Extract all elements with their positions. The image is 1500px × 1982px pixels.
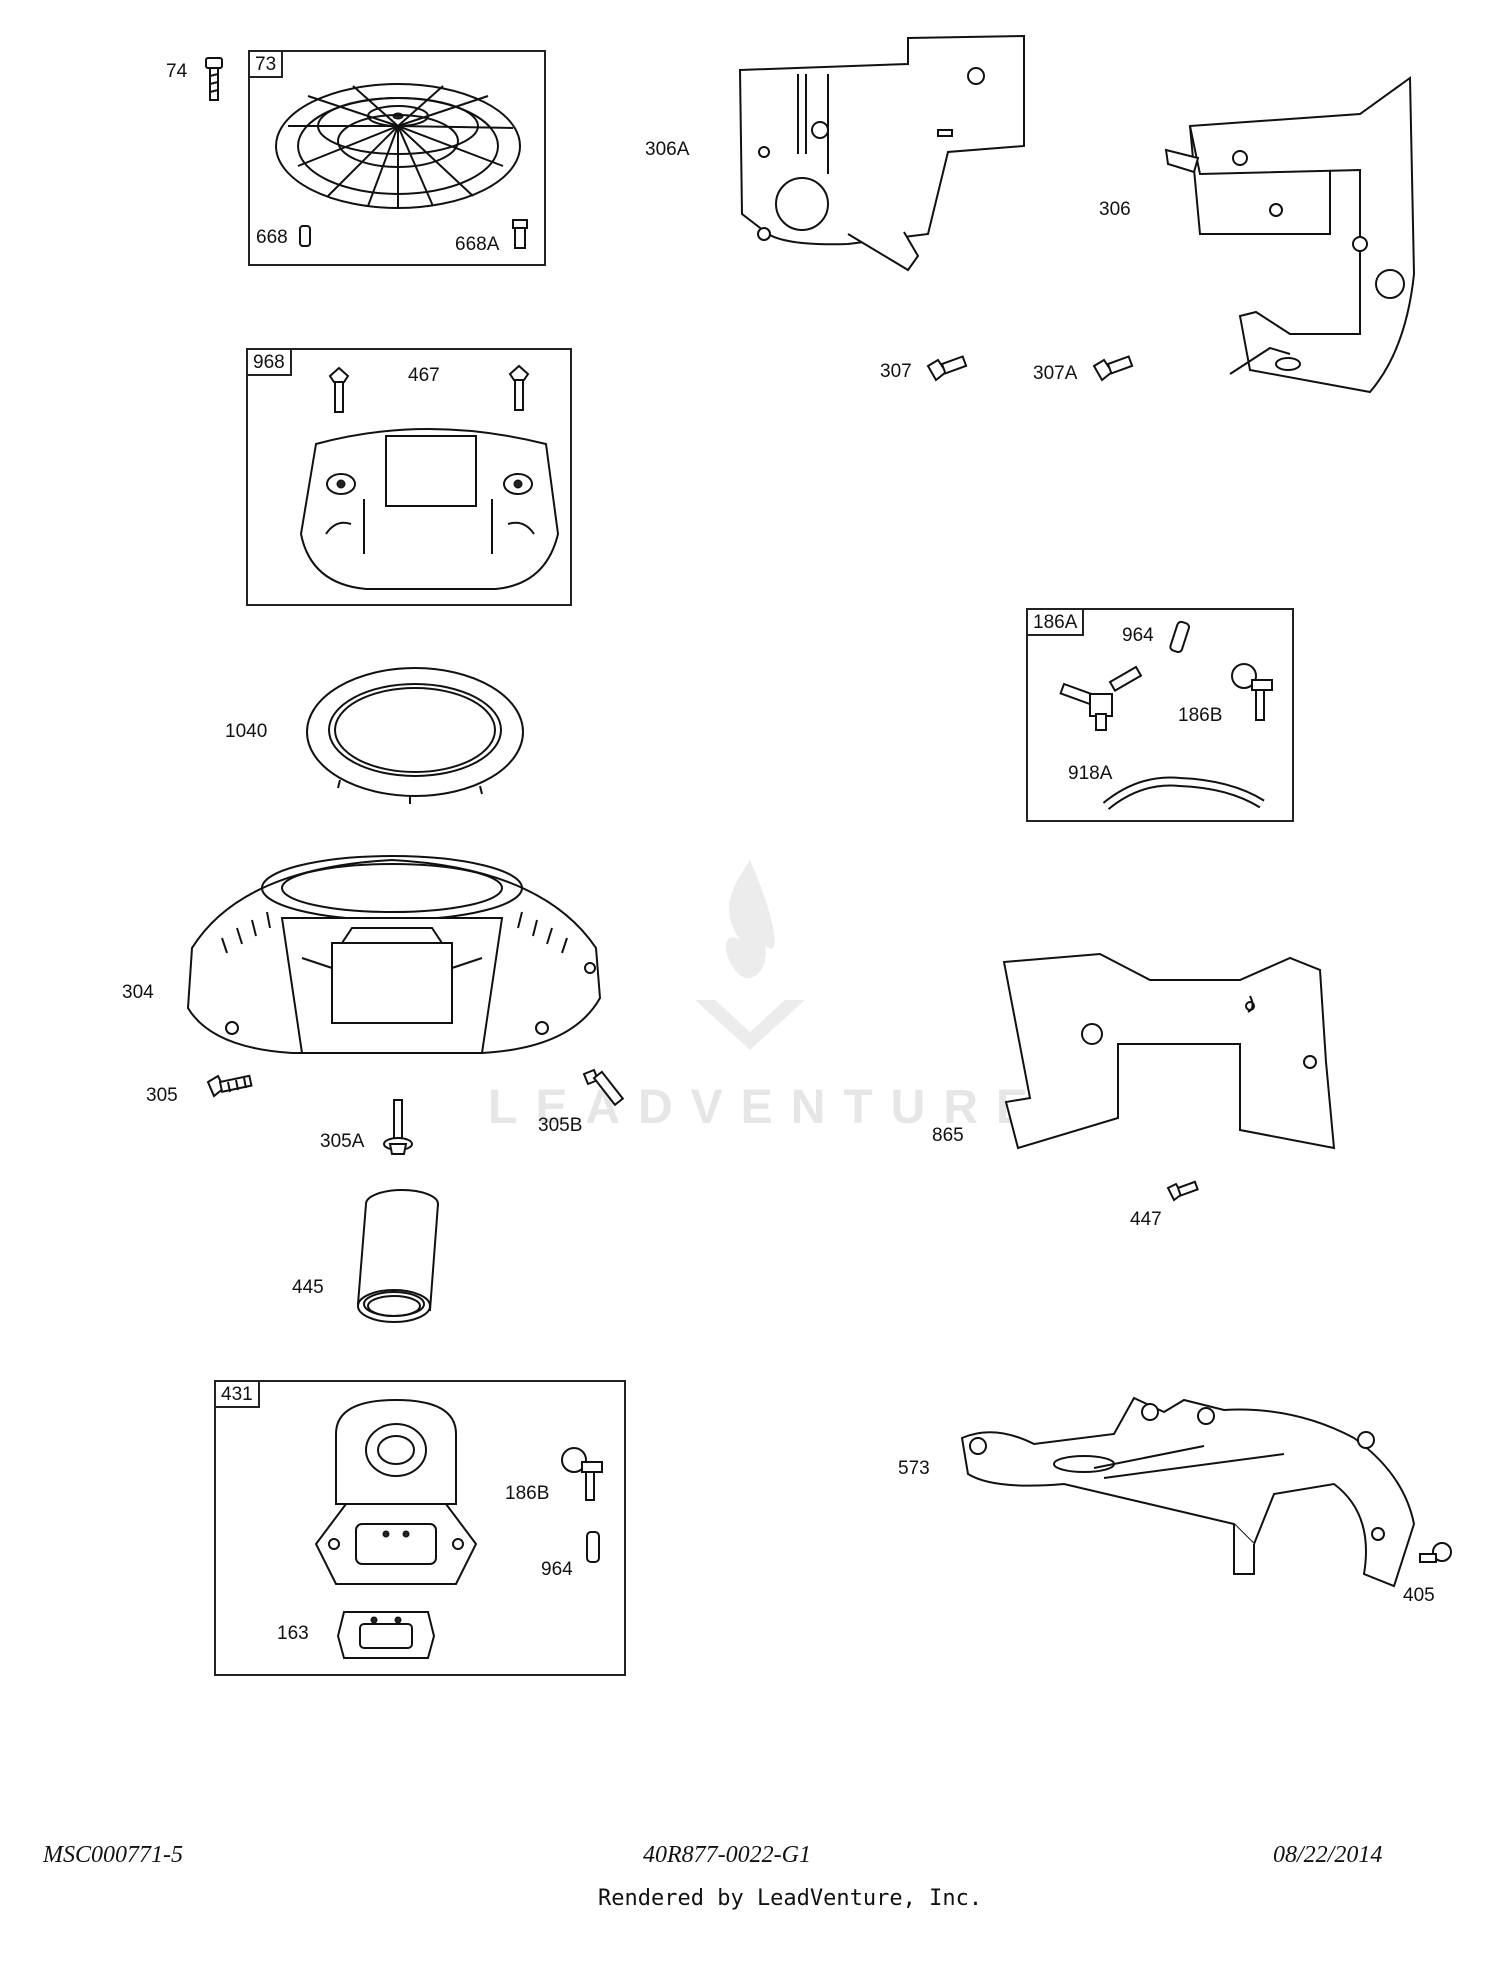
label-445: 445 (292, 1277, 324, 1298)
label-573: 573 (898, 1458, 930, 1479)
label-307a: 307A (1033, 363, 1078, 384)
baffle-306-icon (1164, 76, 1416, 394)
screw-405-icon (1419, 1542, 1452, 1563)
kit-box-73-tag: 73 (248, 50, 284, 78)
bolt-305a-icon (383, 1099, 413, 1155)
ring-1040-icon (306, 667, 524, 804)
air-cleaner-base-431-icon (314, 1398, 478, 1585)
baffle-306a-icon (738, 34, 1025, 272)
label-964: 964 (1122, 625, 1154, 646)
tube-964-icon (1169, 620, 1190, 654)
rendered-by-credit: Rendered by LeadVenture, Inc. (598, 1886, 983, 1911)
label-467: 467 (408, 365, 440, 386)
label-74: 74 (166, 61, 188, 82)
drawing-date: 08/22/2014 (1273, 1842, 1383, 1868)
leadventure-watermark: LEADVENTURE (488, 1080, 1046, 1135)
screw-447-icon (1166, 1180, 1199, 1202)
kit-box-431: 431 (214, 1380, 626, 1676)
fastener-467-right-icon (508, 364, 530, 411)
label-163: 163 (277, 1623, 309, 1644)
screw-307-icon (926, 355, 968, 382)
bolt-305b-icon (582, 1068, 625, 1107)
fastener-467-left-icon (328, 366, 350, 413)
label-186b: 186B (1178, 705, 1223, 726)
label-306: 306 (1099, 199, 1131, 220)
kit-box-186a: 186A (1026, 608, 1294, 822)
label-186b-kit431: 186B (505, 1483, 550, 1504)
kit-box-968: 968 (246, 348, 572, 606)
label-447: 447 (1130, 1209, 1162, 1230)
label-307: 307 (880, 361, 912, 382)
watermark-text: LEADVENTURE (488, 1081, 1047, 1134)
blower-housing-304-icon (186, 855, 602, 1054)
insert-668-icon (299, 225, 311, 247)
rotating-screen-73-icon (275, 83, 521, 209)
label-305b: 305B (538, 1115, 583, 1136)
label-668a: 668A (455, 234, 500, 255)
insert-668a-icon (512, 219, 528, 249)
label-405: 405 (1403, 1585, 1435, 1606)
kit-box-431-tag: 431 (214, 1380, 260, 1408)
fitting-186b-icon (1231, 663, 1273, 721)
filter-445-icon (356, 1189, 439, 1323)
drawing-code-center: 40R877-0022-G1 (643, 1842, 811, 1868)
tube-964-kit431-icon (586, 1531, 600, 1563)
label-918a: 918A (1068, 763, 1113, 784)
leadventure-logo-icon (695, 860, 805, 1050)
label-306a: 306A (645, 139, 690, 160)
label-304: 304 (122, 982, 154, 1003)
screw-74-icon (205, 57, 223, 101)
label-668: 668 (256, 227, 288, 248)
kit-box-73: 73 (248, 50, 546, 266)
label-305a: 305A (320, 1131, 365, 1152)
kit-box-186a-tag: 186A (1026, 608, 1085, 636)
hose-918a-icon (1102, 776, 1265, 810)
label-305: 305 (146, 1085, 178, 1106)
baffle-573-icon (960, 1396, 1416, 1588)
label-865: 865 (932, 1125, 964, 1146)
screw-307a-icon (1092, 355, 1134, 382)
fitting-186b-kit431-icon (561, 1447, 603, 1501)
baffle-plate-865-icon (1002, 952, 1336, 1150)
gasket-163-icon (336, 1611, 436, 1659)
bolt-305-icon (206, 1074, 253, 1098)
drawing-code-left: MSC000771-5 (43, 1842, 183, 1868)
label-964-kit431: 964 (541, 1559, 573, 1580)
kit-box-968-tag: 968 (246, 348, 292, 376)
label-1040: 1040 (225, 721, 268, 742)
shroud-cover-968-icon (299, 428, 560, 590)
tee-fitting-186a-icon (1059, 665, 1143, 731)
